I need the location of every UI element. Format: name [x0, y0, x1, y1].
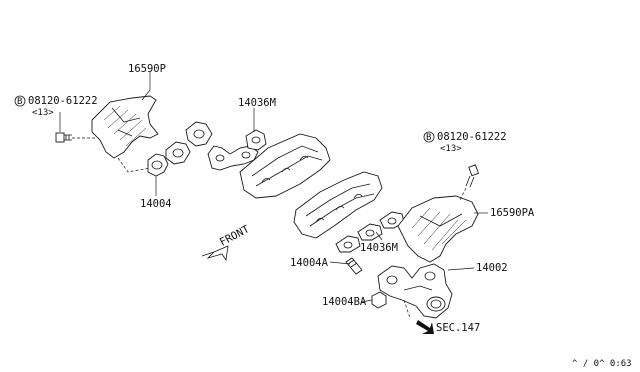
label-14002: 14002: [476, 262, 508, 274]
label-14004: 14004: [140, 198, 172, 210]
label-bolt-left-code: 08120-61222: [28, 95, 98, 107]
leader-16590P: [141, 72, 151, 101]
bolt-right[interactable]: [465, 164, 480, 188]
bolt-right-guide: [459, 187, 467, 201]
leader-14002: [447, 267, 475, 271]
heat-insulator-left[interactable]: [91, 95, 159, 159]
leader-14004BA: [361, 299, 373, 303]
heat-insulator-right[interactable]: [397, 195, 479, 263]
sec-guide: [403, 299, 411, 319]
sec-arrow-icon: [416, 320, 434, 334]
label-14036M-bottom: 14036M: [360, 242, 398, 254]
bolt-left[interactable]: [55, 132, 72, 143]
label-front: FRONT: [218, 223, 252, 249]
label-ref-code: ^ / 0^ 0:63: [572, 359, 632, 369]
label-14004A: 14004A: [290, 257, 329, 269]
label-bolt-right-qty: <13>: [440, 144, 462, 154]
exhaust-manifold-left[interactable]: [207, 129, 267, 171]
bolt-symbol-left: B: [17, 97, 22, 107]
bolt-right-callout: B 08120-61222 <13>: [423, 131, 507, 154]
bolt-left-callout: B 08120-61222 <13>: [14, 95, 98, 118]
label-16590PA: 16590PA: [490, 207, 535, 219]
leader-14004A: [329, 261, 351, 265]
gasket-left[interactable]: [147, 121, 213, 177]
label-sec: SEC.147: [436, 322, 480, 334]
front-arrow-icon: [201, 245, 229, 262]
bolt-symbol-right: B: [426, 133, 431, 143]
label-bolt-left-qty: <13>: [32, 108, 54, 118]
insulator-left-guide: [117, 157, 151, 173]
label-bolt-right-code: 08120-61222: [437, 131, 507, 143]
leader-14036M-bottom: [375, 231, 383, 241]
label-16590P: 16590P: [128, 63, 166, 75]
nut-14004BA[interactable]: [371, 291, 387, 309]
cylinder-head-right[interactable]: [293, 171, 383, 239]
cylinder-head-left[interactable]: [239, 133, 331, 199]
stud-14004A[interactable]: [345, 257, 363, 275]
label-14004BA: 14004BA: [322, 296, 367, 308]
exhaust-manifold-right[interactable]: [377, 263, 453, 319]
label-14036M-top: 14036M: [238, 97, 276, 109]
